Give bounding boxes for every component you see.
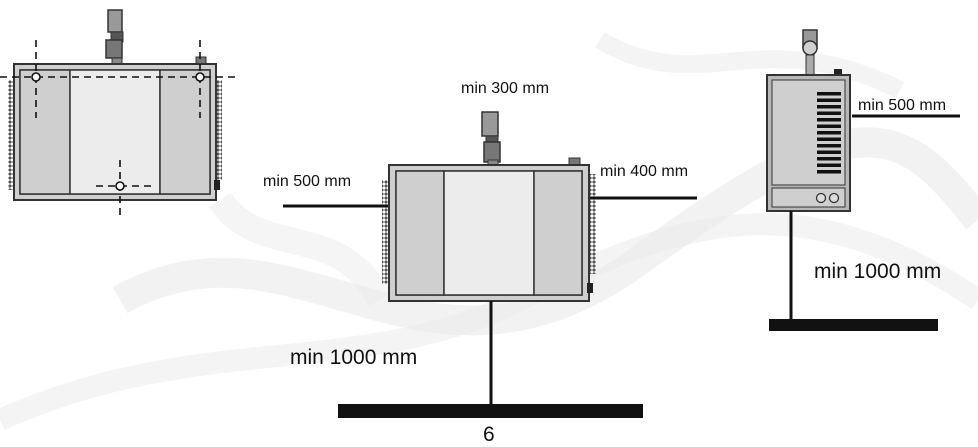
background-smoke xyxy=(0,32,978,431)
label-min-1000-right: min 1000 mm xyxy=(814,260,942,283)
left-unit-mounting-view xyxy=(0,9,236,220)
label-min-1000-center: min 1000 mm xyxy=(290,346,418,369)
center-unit-front-view xyxy=(283,111,697,418)
label-min-500-side: min 500 mm xyxy=(858,97,947,114)
label-min-400-right: min 400 mm xyxy=(600,163,689,180)
label-min-500-left: min 500 mm xyxy=(263,173,352,190)
page-number: 6 xyxy=(483,423,495,446)
label-min-300-top: min 300 mm xyxy=(461,80,550,97)
right-unit-side-view xyxy=(766,29,960,331)
